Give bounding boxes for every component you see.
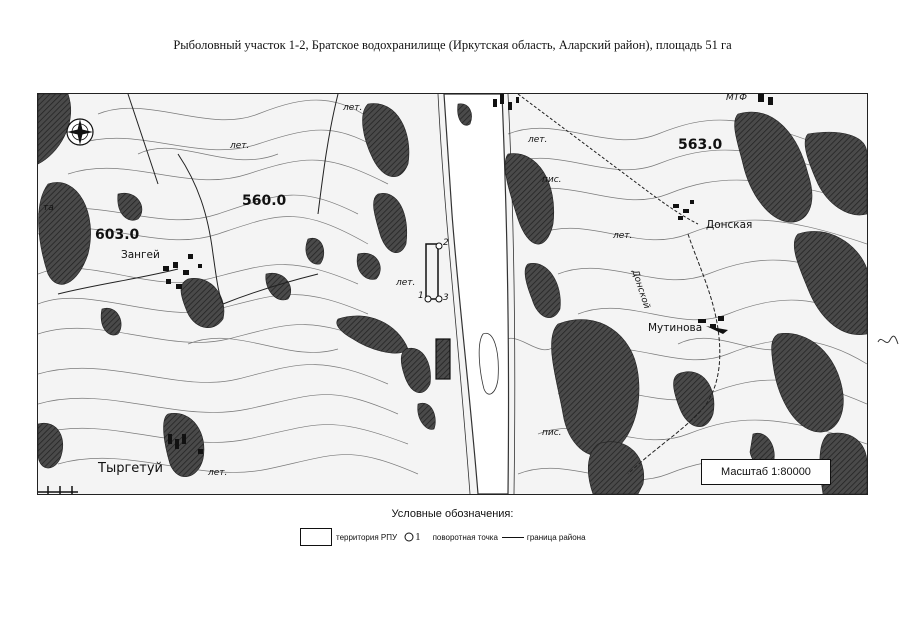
let-label: лет. bbox=[396, 278, 416, 288]
scale-box: Масштаб 1:80000 bbox=[701, 459, 831, 485]
elevation-label: 603.0 bbox=[95, 227, 140, 243]
let-label: лет. bbox=[230, 141, 250, 151]
legend-point-symbol: 1 bbox=[404, 531, 421, 543]
circle-icon bbox=[404, 532, 414, 542]
legend-territory-label: территория РПУ bbox=[336, 532, 398, 542]
elevation-label: 560.0 bbox=[242, 193, 287, 209]
mtf-label: МТФ bbox=[726, 93, 748, 103]
elevation-label: 563.0 bbox=[678, 137, 723, 153]
let-label: лет. bbox=[528, 135, 548, 145]
legend-title: Условные обозначения: bbox=[391, 508, 514, 520]
turning-points bbox=[424, 242, 443, 303]
rpu-territory bbox=[425, 243, 451, 380]
place-tyrgetui: Тыргетуй bbox=[98, 461, 163, 476]
pis-label: пис. bbox=[542, 428, 562, 438]
legend-point-label: поворотная точка bbox=[432, 532, 498, 542]
settlements bbox=[163, 94, 773, 454]
legend-territory-symbol bbox=[300, 528, 332, 546]
let-label: лет. bbox=[343, 103, 363, 113]
roads bbox=[57, 94, 721, 475]
topographic-map bbox=[38, 94, 867, 494]
pis-label: пис. bbox=[542, 175, 562, 185]
ta-label: та bbox=[43, 203, 54, 213]
reservoir-water bbox=[443, 94, 510, 494]
let-label: лет. bbox=[208, 468, 228, 478]
legend: территория РПУ 1 поворотная точка границ… bbox=[300, 527, 586, 547]
island bbox=[478, 332, 499, 395]
place-donskaya: Донская bbox=[706, 219, 753, 231]
frame-ticks bbox=[38, 486, 78, 494]
let-label: лет. bbox=[613, 231, 633, 241]
turning-point-label: 1 bbox=[418, 291, 424, 301]
place-zangei: Зангей bbox=[121, 249, 160, 261]
map-area[interactable]: 603.0 560.0 563.0 Зангей Тыргетуй Донска… bbox=[37, 93, 868, 495]
legend-boundary-symbol bbox=[501, 536, 524, 538]
compass-icon bbox=[66, 118, 94, 146]
turning-point-label: 2 bbox=[443, 238, 449, 248]
turning-point-label: 3 bbox=[443, 293, 449, 303]
forest-patches bbox=[38, 94, 867, 494]
legend-boundary-label: граница района bbox=[526, 532, 586, 542]
pen-mark bbox=[877, 335, 899, 345]
document-title: Рыболовный участок 1-2, Братское водохра… bbox=[173, 38, 732, 52]
legend-point-number: 1 bbox=[415, 531, 421, 543]
arrow-icon bbox=[706, 326, 728, 334]
place-mutinova: Мутинова bbox=[648, 322, 703, 334]
